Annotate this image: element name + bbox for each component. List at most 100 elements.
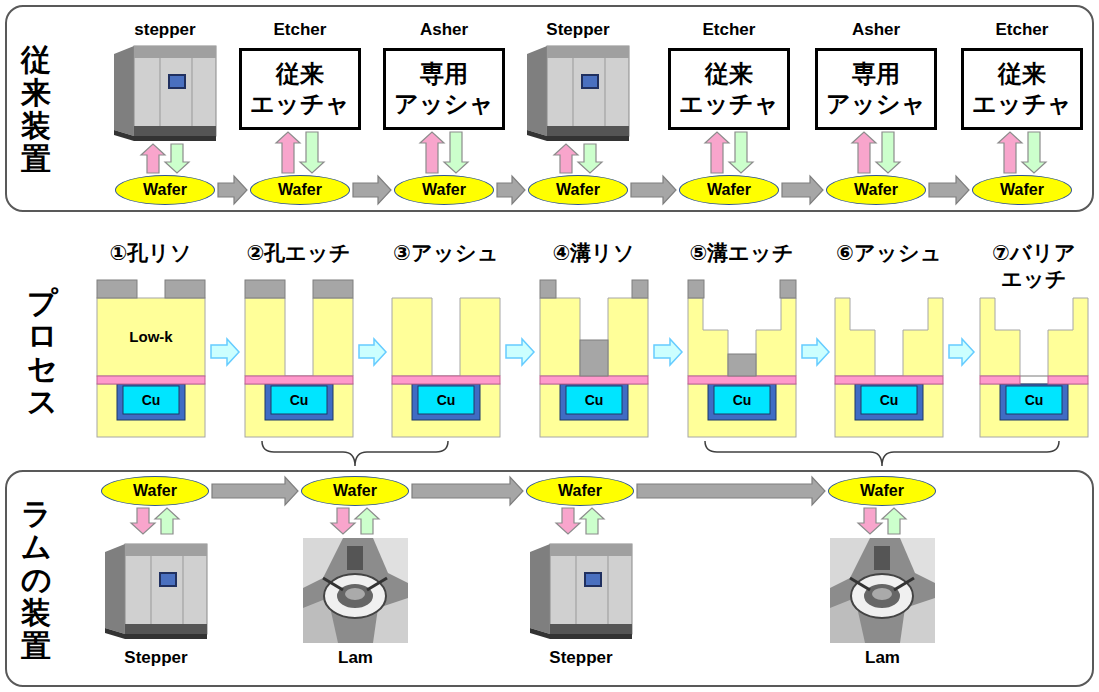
wafer-ellipse: Wafer <box>250 175 350 205</box>
equipment-heading: Asher <box>815 20 937 40</box>
material-label: Cu <box>880 392 899 408</box>
equipment-box: Etcher 従来 エッチャ <box>961 20 1083 130</box>
equipment-name: 従来 エッチャ <box>246 59 354 119</box>
equipment-box: Asher 専用 アッシャ <box>815 20 937 130</box>
equipment-name: 専用 アッシャ <box>822 59 930 119</box>
load-arrow <box>131 508 155 534</box>
flow-arrow <box>782 176 823 204</box>
wafer-ellipse: Wafer <box>528 175 628 205</box>
wafer-label: Wafer <box>333 482 377 500</box>
unload-arrow <box>444 132 468 173</box>
equipment-unit: Stepper <box>523 20 633 142</box>
wafer-label: Wafer <box>860 482 904 500</box>
cross-section <box>540 280 648 437</box>
wafer-label: Wafer <box>133 482 177 500</box>
flow-arrow <box>218 176 247 204</box>
equipment-label: Stepper <box>121 648 190 668</box>
equipment-box-outline: 従来 エッチャ <box>668 48 790 130</box>
wafer-ellipse: Wafer <box>101 476 209 506</box>
flow-arrow <box>412 477 523 505</box>
unload-arrow <box>876 132 900 173</box>
equipment-box: Etcher 従来 エッチャ <box>239 20 361 130</box>
equipment-label: Stepper <box>546 648 615 668</box>
unload-arrow <box>729 132 753 173</box>
equipment-label: Lam <box>335 648 376 668</box>
load-arrow <box>852 132 876 173</box>
load-arrow <box>705 132 729 173</box>
equipment-unit: Lam <box>303 536 408 668</box>
unload-arrow <box>580 508 604 534</box>
equipment-box-outline: 従来 エッチャ <box>961 48 1083 130</box>
section-title: プロセス <box>27 286 57 418</box>
wafer-ellipse: Wafer <box>972 175 1072 205</box>
wafer-ellipse: Wafer <box>526 476 634 506</box>
equipment-name: 従来 エッチャ <box>675 59 783 119</box>
process-arrow <box>211 339 974 365</box>
equipment-box: Asher専用 アッシャ <box>383 20 505 130</box>
wafer-label: Wafer <box>854 181 898 199</box>
unload-arrow <box>1022 132 1046 173</box>
cross-section <box>980 298 1088 437</box>
step-title: ④溝リソ <box>534 240 654 266</box>
load-arrow <box>998 132 1022 173</box>
wafer-ellipse: Wafer <box>115 175 215 205</box>
equipment-box-outline: 従来 エッチャ <box>239 48 361 130</box>
unload-arrow <box>882 508 906 534</box>
wafer-label: Wafer <box>143 181 187 199</box>
equipment-name: 専用 アッシャ <box>390 59 498 119</box>
material-label: Cu <box>437 392 456 408</box>
material-label: Cu <box>1025 392 1044 408</box>
equipment-unit: Stepper <box>97 536 215 668</box>
equipment-box-outline: 専用 アッシャ <box>383 48 505 130</box>
equipment-box-outline: 専用 アッシャ <box>815 48 937 130</box>
unload-arrow <box>300 132 324 173</box>
equipment-heading: Etcher <box>239 20 361 40</box>
material-label: Cu <box>290 392 309 408</box>
load-arrow <box>276 132 300 173</box>
lam-picture <box>303 538 935 643</box>
equipment-heading: Etcher <box>961 20 1083 40</box>
wafer-label: Wafer <box>707 181 751 199</box>
load-arrow <box>554 144 578 173</box>
equipment-label: stepper <box>131 20 198 40</box>
cross-section <box>835 298 943 437</box>
wafer-ellipse: Wafer <box>826 175 926 205</box>
load-arrow <box>141 144 165 173</box>
equipment-label: Stepper <box>543 20 612 40</box>
grouping-bracket <box>262 441 1059 466</box>
equipment-box: Etcher従来 エッチャ <box>668 20 790 130</box>
wafer-ellipse: Wafer <box>679 175 779 205</box>
equipment-unit: stepper <box>110 20 220 142</box>
cross-section <box>392 298 500 437</box>
unload-arrow <box>578 144 602 173</box>
wafer-ellipse: Wafer <box>301 476 409 506</box>
equipment-panel: 従来装置 stepper Etcher 従来 エッチャ Asher 専用 アッシャ Step… <box>5 5 1094 212</box>
step-title: ⑦バリア エッチ <box>974 240 1094 292</box>
flow-arrow <box>637 477 825 505</box>
step-title: ①孔リソ <box>91 240 211 266</box>
step-title: ②孔エッチ <box>239 240 359 266</box>
flow-arrow <box>212 477 298 505</box>
unload-arrow <box>155 508 179 534</box>
equipment-unit: Lam <box>830 536 935 668</box>
equipment-name: 従来 エッチャ <box>968 59 1076 119</box>
flow-arrow <box>353 176 391 204</box>
step-title: ⑥アッシュ <box>829 240 949 266</box>
material-label: Cu <box>585 392 604 408</box>
wafer-label: Wafer <box>278 181 322 199</box>
panel-title: 従来装置 <box>21 43 51 175</box>
wafer-label: Wafer <box>556 181 600 199</box>
load-arrow <box>858 508 882 534</box>
cross-section <box>245 280 353 437</box>
step-title: ⑤溝エッチ <box>682 240 802 266</box>
unload-arrow <box>165 144 189 173</box>
wafer-label: Wafer <box>558 482 602 500</box>
load-arrow <box>331 508 355 534</box>
load-arrow <box>556 508 580 534</box>
load-arrow <box>420 132 444 173</box>
wafer-ellipse: Wafer <box>394 175 494 205</box>
unload-arrow <box>355 508 379 534</box>
wafer-label: Wafer <box>1000 181 1044 199</box>
flow-arrow <box>929 176 969 204</box>
